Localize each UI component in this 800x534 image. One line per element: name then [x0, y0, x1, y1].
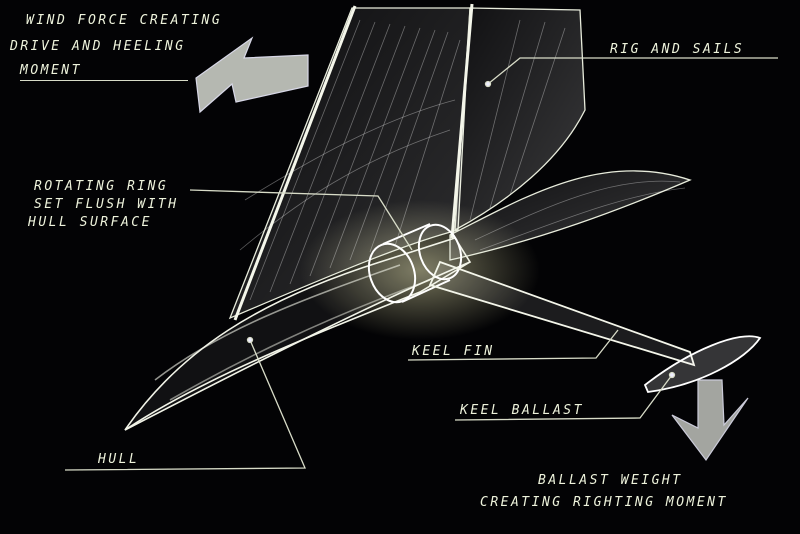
keel-ballast [643, 335, 762, 393]
ballast-arrow-icon [671, 379, 749, 462]
leader-lines [64, 57, 778, 471]
rotating-ring-line-3: HULL SURFACE [28, 215, 152, 230]
ballast-weight-line-2: CREATING RIGHTING MOMENT [480, 495, 728, 510]
sail-hatching [239, 19, 686, 301]
rotating-ring-line-1: ROTATING RING [34, 179, 169, 194]
sails [228, 7, 692, 320]
keel-ballast-label: KEEL BALLAST [460, 403, 584, 418]
masts [233, 3, 474, 321]
ballast-weight-line-1: BALLAST WEIGHT [538, 473, 683, 488]
hull [124, 237, 472, 431]
rotating-ring [367, 223, 463, 304]
keel-fin-label: KEEL FIN [412, 344, 495, 359]
wind-force-line-2: DRIVE AND HEELING [10, 39, 186, 54]
rotating-ring-line-2: SET FLUSH WITH [34, 197, 179, 212]
wind-force-line-3: MOMENT [20, 64, 188, 81]
keel-fin [428, 260, 696, 367]
wind-force-line-1: WIND FORCE CREATING [26, 13, 223, 28]
wind-arrow-icon [195, 36, 309, 114]
hull-label: HULL [98, 452, 140, 467]
rig-and-sails-label: RIG AND SAILS [610, 42, 745, 57]
